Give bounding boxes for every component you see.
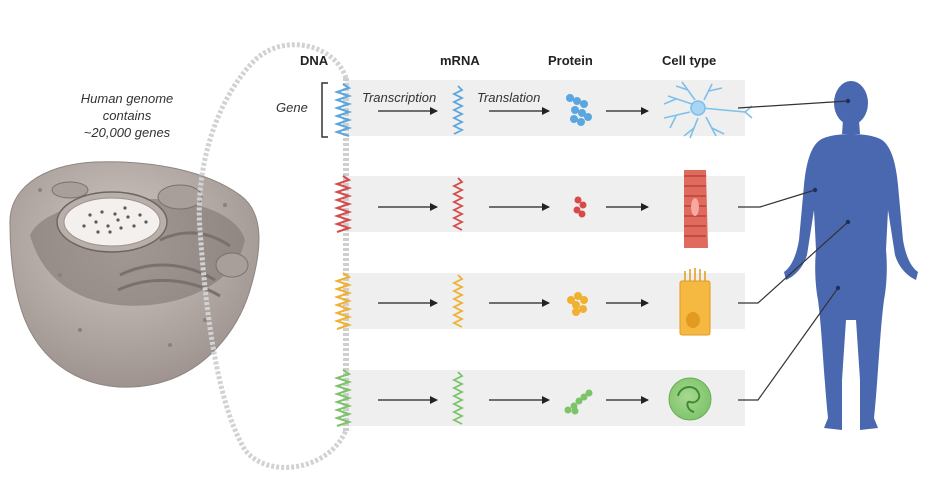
connector-dot-arm [812,187,818,193]
dna-gene-orange [333,272,353,330]
chromosome-loop [196,42,349,470]
mrna-red [451,177,465,231]
connector-neuron [737,100,849,109]
connector-dot-torso [845,219,851,225]
mrna-blue [451,85,465,135]
connector-epithelial [738,221,849,304]
human-body-silhouette [784,81,918,430]
connector-dot-hip [835,285,841,291]
dna-gene-segments [333,83,353,427]
row-bands [345,80,745,426]
genome-note-line-2: contains [102,108,152,123]
header-mrna: mRNA [440,53,480,68]
process-arrows [378,107,649,404]
label-transcription: Transcription [362,90,437,105]
label-gene: Gene [276,100,308,115]
header-dna: DNA [300,53,329,68]
genome-note-line-3: ~20,000 genes [83,125,171,140]
muscle-cell-icon [684,170,708,248]
dna-gene-blue [333,83,353,137]
dna-gene-red [333,175,353,233]
genome-note-line-1: Human genome [80,91,174,106]
protein-red-icon [573,196,587,218]
header-protein: Protein [548,53,593,68]
connector-dot-head [845,98,851,104]
protein-orange-icon [567,292,588,316]
cell-illustration [9,161,260,388]
protein-green-icon [564,389,593,415]
mrna-strands [451,85,465,425]
connector-muscle [738,189,816,208]
mrna-green [451,371,465,425]
cell-to-body-connectors [737,98,851,401]
dna-gene-green [333,369,353,427]
header-cell-type: Cell type [662,53,717,68]
gene-bracket [321,82,328,138]
epithelial-cell-icon [679,268,711,336]
genome-note: Human genome contains ~20,000 genes [52,90,202,141]
white-blood-cell-icon [668,377,712,421]
mrna-orange [451,274,465,328]
label-translation: Translation [477,90,541,105]
connector-blood [738,287,839,401]
protein-blue-icon [566,94,592,126]
